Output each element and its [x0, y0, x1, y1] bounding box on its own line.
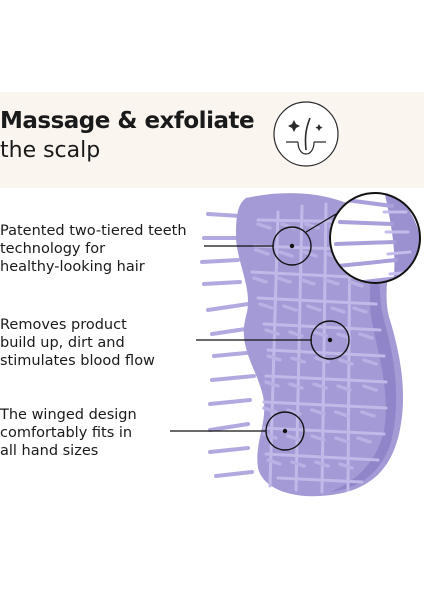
brush-bristles-left [200, 212, 258, 478]
feature-teeth: Patented two-tiered teeth technology for… [0, 222, 205, 276]
feature-line: healthy-looking hair [0, 259, 145, 275]
feature-line: Patented two-tiered teeth [0, 223, 187, 239]
brush-body [236, 193, 404, 497]
brush-bristles [252, 222, 378, 470]
headline: Massage & exfoliate [0, 108, 255, 134]
feature-line: The winged design [0, 407, 137, 423]
feature-winged: The winged design comfortably fits in al… [0, 406, 205, 460]
teeth-zoom-bubble [329, 192, 421, 284]
callout-teeth [204, 213, 337, 266]
feature-line: Removes product [0, 317, 127, 333]
feature-line: comfortably fits in [0, 425, 133, 441]
subheadline: the scalp [0, 138, 101, 163]
feature-line: all hand sizes [0, 443, 99, 459]
feature-line: technology for [0, 241, 106, 257]
feature-line: build up, dirt and [0, 335, 125, 351]
callout-stimulate [196, 320, 350, 360]
brush-ribs [250, 202, 388, 494]
feature-line: stimulates blood flow [0, 353, 155, 369]
header-band [0, 92, 424, 188]
hair-follicle-icon [273, 101, 339, 167]
feature-stimulate: Removes product build up, dirt and stimu… [0, 316, 205, 370]
